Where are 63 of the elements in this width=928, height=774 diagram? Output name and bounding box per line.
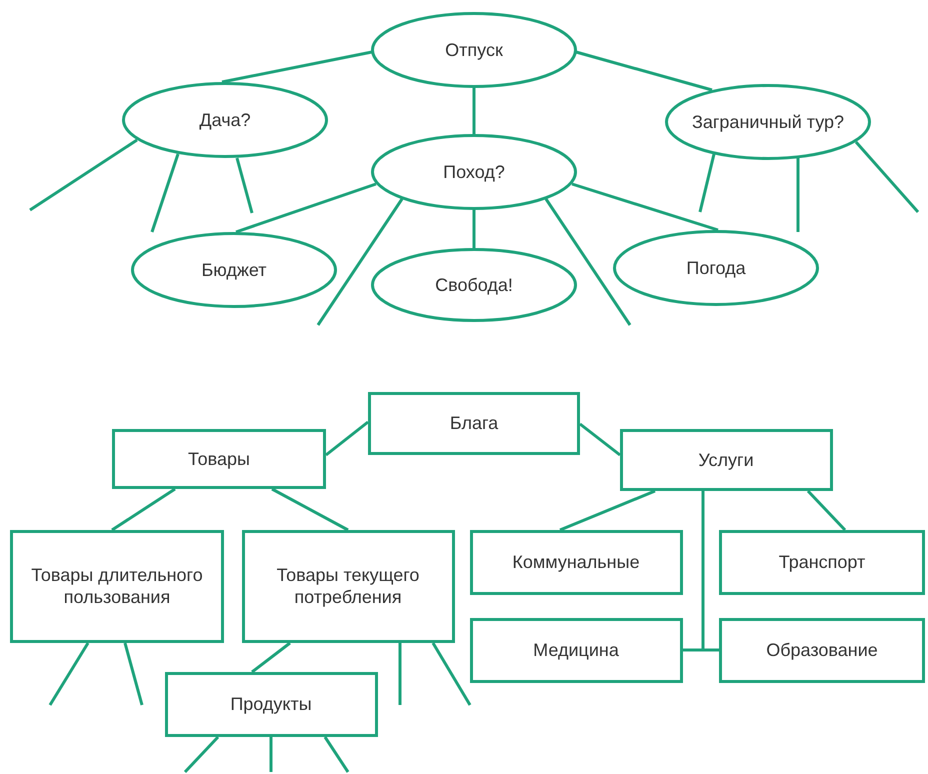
connector-line (48, 642, 90, 706)
node-label: Свобода! (435, 274, 513, 296)
connector-line (236, 182, 376, 234)
box-node (719, 530, 925, 594)
connector-line (325, 420, 369, 456)
node-label: Медицина (533, 638, 619, 662)
node-label: Товары (188, 448, 250, 470)
box-node (719, 618, 925, 682)
ellipse-node (665, 84, 871, 160)
connector-line (576, 50, 712, 92)
connector-line (559, 490, 656, 532)
connector-line (579, 422, 621, 456)
connector-line (236, 158, 254, 214)
connector-line (111, 488, 176, 532)
connector-line (222, 50, 372, 84)
box-node (112, 429, 326, 489)
box-node (470, 618, 682, 682)
node-label: Дача? (199, 108, 251, 132)
ellipse-node (613, 230, 819, 306)
box-node (368, 392, 580, 454)
connector-line (702, 491, 719, 652)
ellipse-node (122, 82, 328, 158)
node-label: Погода (686, 256, 746, 280)
node-label: Поход? (443, 160, 505, 184)
box-node (10, 530, 224, 642)
ellipse-node (371, 134, 577, 210)
connector-line (150, 154, 180, 232)
connector-line (472, 210, 476, 248)
node-label: Заграничный тур? (692, 110, 844, 134)
node-label: Услуги (698, 448, 754, 472)
node-label: Бюджет (201, 258, 267, 282)
node-label: Продукты (230, 692, 312, 716)
connector-line (270, 737, 272, 772)
connector-line (698, 154, 716, 212)
connector-line (184, 736, 220, 774)
connector-line (854, 141, 920, 213)
box-node (164, 672, 378, 736)
node-label: Блага (450, 412, 498, 434)
connector-line (29, 138, 138, 212)
connector-line (472, 88, 476, 134)
connector-line (572, 182, 718, 232)
node-label: Товары текущего потребления (276, 564, 420, 608)
connector-line (544, 198, 632, 326)
connector-line (316, 198, 404, 326)
box-node (242, 530, 454, 642)
node-label: Коммунальные (512, 550, 640, 574)
node-label: Образование (766, 638, 878, 662)
ellipse-node (371, 12, 577, 88)
connector-line (398, 643, 402, 705)
connector-line (251, 642, 291, 674)
ellipse-node (131, 232, 337, 308)
ellipse-node (371, 248, 577, 322)
connector-line (796, 158, 800, 232)
node-label: Товары длительного пользования (30, 564, 204, 608)
box-node (470, 530, 682, 594)
connector-line (271, 488, 349, 532)
box-node (620, 429, 832, 491)
connector-line (432, 642, 472, 706)
node-label: Отпуск (445, 38, 503, 62)
connector-line (806, 490, 846, 532)
node-label: Транспорт (778, 550, 866, 574)
connector-line (124, 642, 144, 706)
connector-line (324, 736, 350, 773)
